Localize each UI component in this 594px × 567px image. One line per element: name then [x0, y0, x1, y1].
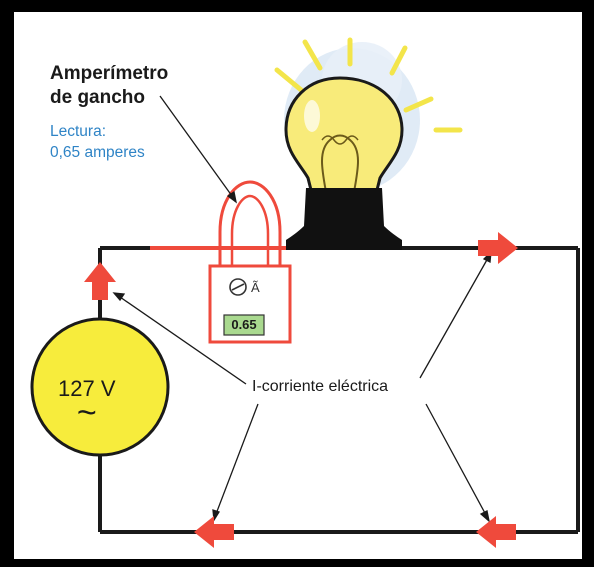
- current-arrow-icon: [84, 232, 518, 548]
- clamp-meter-icon: [208, 180, 292, 344]
- pointer-lines: [112, 95, 492, 523]
- voltage-value: 127 V: [58, 376, 116, 401]
- voltage-source-icon: [30, 317, 170, 457]
- current-label: I-corriente eléctrica: [250, 378, 391, 396]
- lightbulb-icon: [284, 76, 404, 250]
- arrow-bottom-left: [194, 516, 234, 548]
- voltage-label: 127 V ~: [58, 376, 116, 432]
- arrow-bottom-right: [476, 516, 516, 548]
- reading-label: Lectura:: [50, 123, 107, 140]
- ammeter-reading: Lectura: 0,65 amperes: [50, 121, 145, 163]
- reading-value: 0,65 amperes: [50, 144, 145, 161]
- ac-ampere-symbol: Ã: [251, 280, 260, 295]
- ammeter-title-line2: de gancho: [50, 87, 146, 108]
- ammeter-title: Amperímetro de gancho: [50, 62, 168, 110]
- display-value: 0.65: [231, 317, 257, 332]
- arrow-top-right: [478, 232, 518, 264]
- ammeter-title-line1: Amperímetro: [50, 63, 169, 84]
- meter-display: [223, 314, 265, 336]
- arrow-left-up: [84, 262, 116, 300]
- ac-symbol: ~: [76, 394, 97, 432]
- light-rays: [274, 37, 463, 133]
- dial-icon: [229, 278, 247, 296]
